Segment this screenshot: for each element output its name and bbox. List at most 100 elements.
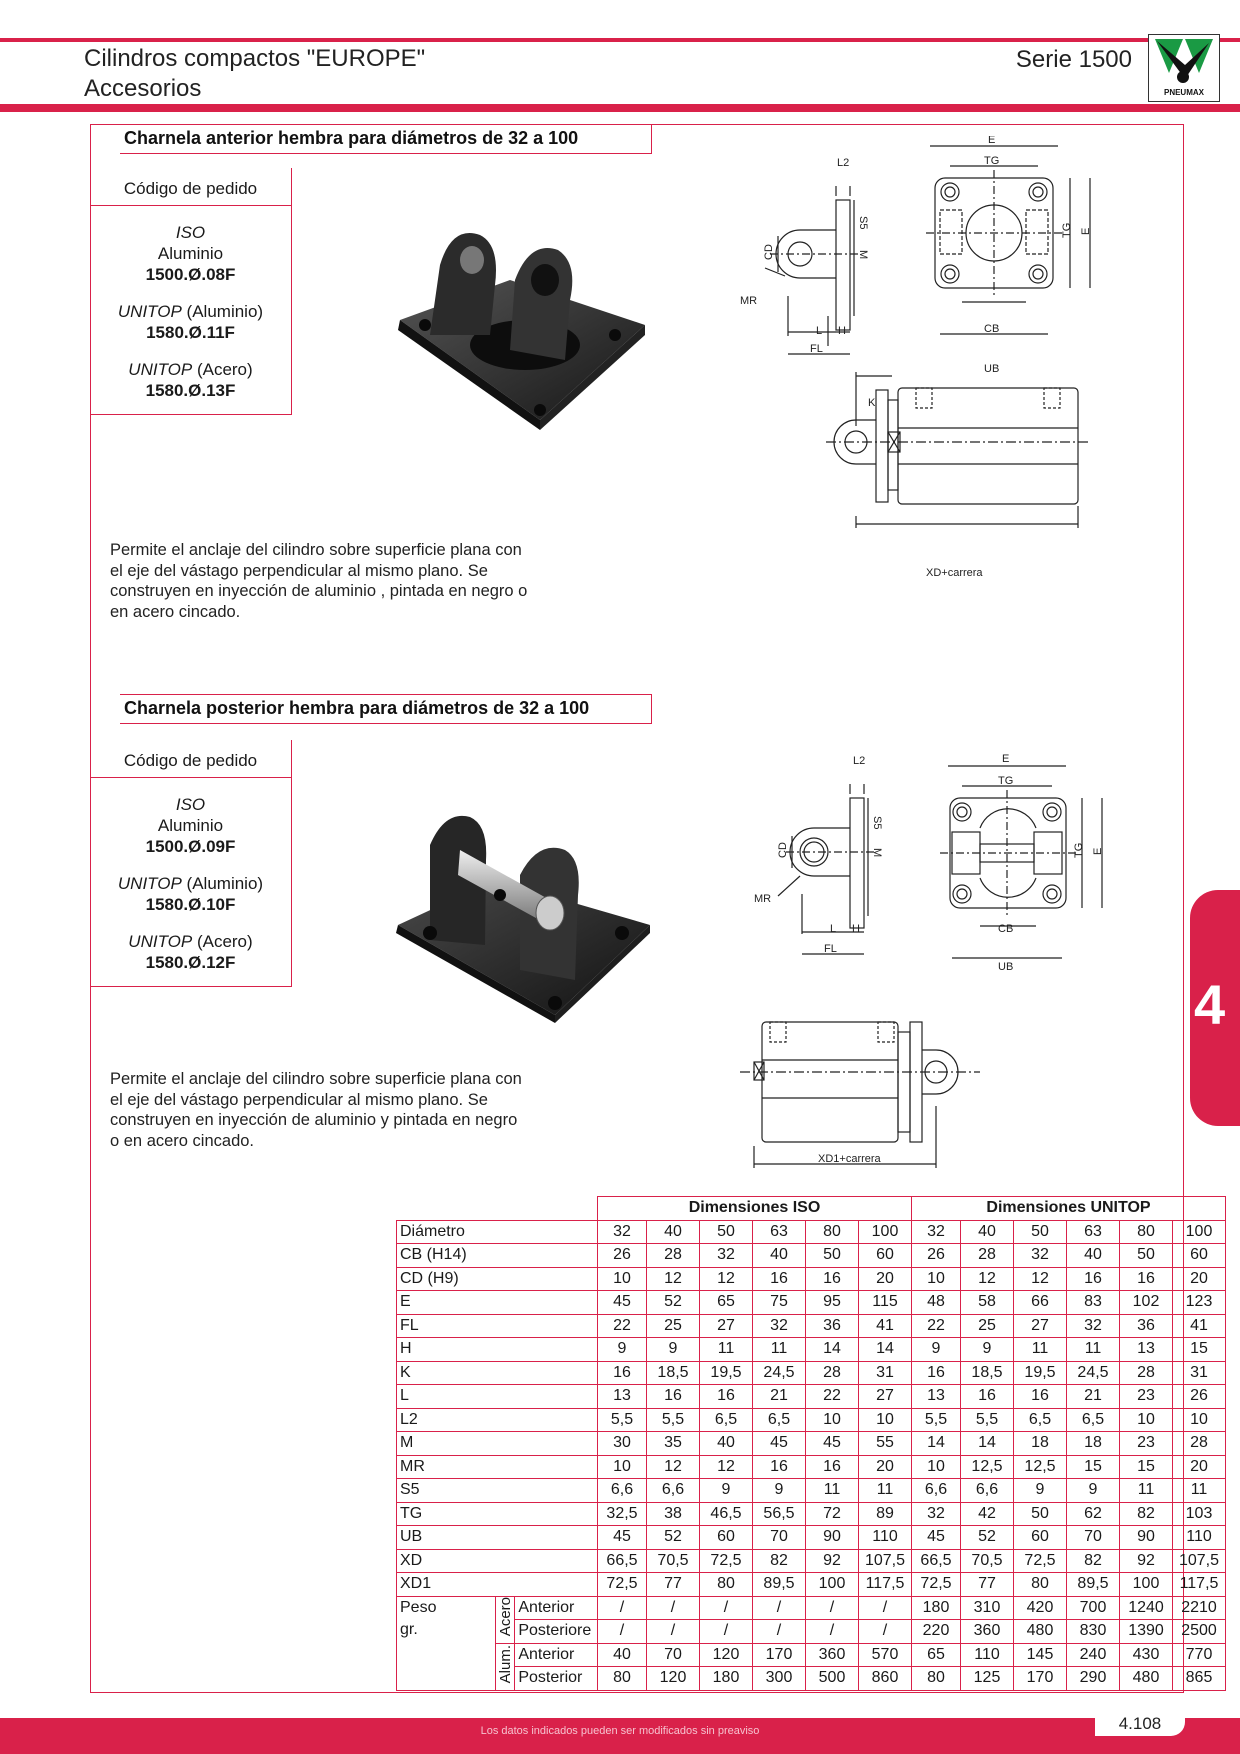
table-cell: 32,5 xyxy=(597,1501,647,1526)
dim-label-fl: FL xyxy=(810,343,823,355)
table-cell: 50 xyxy=(1013,1219,1067,1244)
table-cell: 40 xyxy=(646,1219,700,1244)
table-cell: 103 xyxy=(1172,1501,1226,1526)
table-cell: 46,5 xyxy=(699,1501,753,1526)
table-cell: 20 xyxy=(858,1454,912,1479)
table-cell: 12 xyxy=(699,1454,753,1479)
table-cell: 180 xyxy=(911,1595,961,1620)
table-cell: 18,5 xyxy=(646,1360,700,1385)
order-code: 1580.Ø.13F xyxy=(145,381,236,400)
table-cell: 290 xyxy=(1066,1666,1120,1691)
table-cell: 14 xyxy=(960,1431,1014,1456)
table-cell: 56,5 xyxy=(752,1501,806,1526)
table-cell: 860 xyxy=(858,1666,912,1691)
table-cell: 14 xyxy=(858,1337,912,1362)
table-cell: / xyxy=(752,1595,806,1620)
table-cell: 23 xyxy=(1119,1384,1173,1409)
table-cell: 13 xyxy=(597,1384,647,1409)
table-cell: 107,5 xyxy=(1172,1548,1226,1573)
dim-label-tg: TG xyxy=(998,775,1013,787)
table-cell: 9 xyxy=(911,1337,961,1362)
table-cell: 72,5 xyxy=(1013,1548,1067,1573)
page-title: Cilindros compactos "EUROPE" xyxy=(84,45,426,72)
table-cell: 770 xyxy=(1172,1642,1226,1667)
table-cell: 72,5 xyxy=(597,1572,647,1597)
weight-row-label: Anterior xyxy=(514,1595,598,1620)
table-cell: / xyxy=(699,1595,753,1620)
table-cell: 2210 xyxy=(1172,1595,1226,1620)
dim-label-m: M xyxy=(857,250,869,259)
table-cell: 50 xyxy=(1119,1243,1173,1268)
table-cell: 9 xyxy=(1013,1478,1067,1503)
table-cell: 117,5 xyxy=(1172,1572,1226,1597)
table-cell: / xyxy=(752,1619,806,1644)
dim-label-h: H xyxy=(852,923,860,935)
table-cell: 6,5 xyxy=(699,1407,753,1432)
dim-label-e-vertical: E xyxy=(1080,228,1092,235)
table-cell: 15 xyxy=(1119,1454,1173,1479)
dim-label-k: K xyxy=(868,397,876,409)
table-cell: 40 xyxy=(1066,1243,1120,1268)
table-cell: 60 xyxy=(1172,1243,1226,1268)
table-cell: 28 xyxy=(1119,1360,1173,1385)
table-cell: 9 xyxy=(752,1478,806,1503)
table-cell: 20 xyxy=(858,1266,912,1291)
order-item-material: Aluminio xyxy=(157,816,224,835)
order-item-type: UNITOP xyxy=(128,932,193,951)
table-cell: 12 xyxy=(646,1454,700,1479)
table-cell: 18 xyxy=(1066,1431,1120,1456)
table-cell: 20 xyxy=(1172,1454,1226,1479)
table-cell: 10 xyxy=(858,1407,912,1432)
table-cell: 32 xyxy=(699,1243,753,1268)
table-cell: 36 xyxy=(805,1313,859,1338)
table-cell: 21 xyxy=(752,1384,806,1409)
table-cell: 75 xyxy=(752,1290,806,1315)
table-cell: 32 xyxy=(911,1219,961,1244)
table-cell: 83 xyxy=(1066,1290,1120,1315)
table-cell: 77 xyxy=(960,1572,1014,1597)
order-item: UNITOP (Acero) 1580.Ø.12F xyxy=(90,931,291,973)
table-cell: 107,5 xyxy=(858,1548,912,1573)
dim-label-mr: MR xyxy=(740,295,757,307)
row-label: CD (H9) xyxy=(396,1266,598,1291)
order-code: 1580.Ø.10F xyxy=(145,895,236,914)
material-label: Acero xyxy=(496,1597,514,1637)
table-cell: 102 xyxy=(1119,1290,1173,1315)
chapter-tab[interactable]: 4 xyxy=(1190,890,1240,1126)
table-cell: 16 xyxy=(646,1384,700,1409)
dimensions-table-body: Dimensiones ISO Dimensiones UNITOP Diáme… xyxy=(396,1196,1226,1691)
table-cell: 41 xyxy=(1172,1313,1226,1338)
table-cell: 63 xyxy=(1066,1219,1120,1244)
material-label: Alum. xyxy=(496,1644,514,1684)
table-cell: 10 xyxy=(911,1454,961,1479)
row-label: TG xyxy=(396,1501,598,1526)
table-cell: 830 xyxy=(1066,1619,1120,1644)
table-cell: 25 xyxy=(960,1313,1014,1338)
table-cell: 82 xyxy=(1119,1501,1173,1526)
table-cell: 6,6 xyxy=(911,1478,961,1503)
table-cell: 62 xyxy=(1066,1501,1120,1526)
table-cell: 40 xyxy=(597,1642,647,1667)
dim-label-m: M xyxy=(871,848,883,857)
table-cell: / xyxy=(597,1595,647,1620)
table-cell: 16 xyxy=(911,1360,961,1385)
page-number: 4.108 xyxy=(1095,1712,1185,1736)
table-cell: 32 xyxy=(911,1501,961,1526)
dim-label-l2: L2 xyxy=(837,157,849,169)
footer-note: Los datos indicados pueden ser modificad… xyxy=(480,1725,760,1737)
table-cell: 65 xyxy=(911,1642,961,1667)
table-cell: 65 xyxy=(699,1290,753,1315)
order-code-label: Código de pedido xyxy=(90,740,291,778)
table-cell: 80 xyxy=(911,1666,961,1691)
table-cell: 45 xyxy=(805,1431,859,1456)
table-cell: / xyxy=(646,1619,700,1644)
rear-clevis-drawing: L2 S5 CD M MR L H FL E TG TG E CB UB XD1… xyxy=(740,753,1104,1168)
row-label: XD xyxy=(396,1548,598,1573)
table-cell: 82 xyxy=(752,1548,806,1573)
table-cell: 52 xyxy=(646,1290,700,1315)
table-cell: 22 xyxy=(805,1384,859,1409)
